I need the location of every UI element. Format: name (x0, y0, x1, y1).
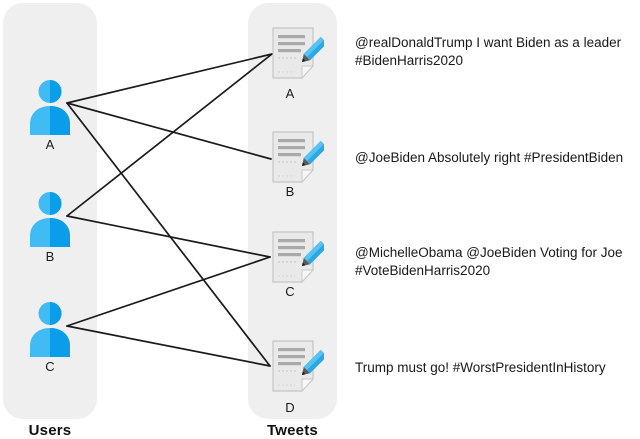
edge-userC-tweetD (66, 325, 271, 367)
tweet-text-line: #VoteBidenHarris2020 (355, 263, 491, 278)
document-pencil-icon (266, 230, 324, 288)
user-node-label: B (45, 249, 55, 264)
tweet-node-label: B (285, 184, 295, 199)
user-node-label: A (45, 137, 55, 152)
person-icon (28, 79, 72, 135)
person-icon (28, 191, 72, 247)
person-icon (28, 301, 72, 357)
tweet-text-d: Trump must go! #WorstPresidentInHistory (355, 359, 606, 377)
tweet-text-b: @JoeBiden Absolutely right #PresidentBid… (355, 149, 623, 167)
users-column-title: Users (28, 422, 72, 439)
edge-userA-tweetD (66, 102, 271, 367)
document-pencil-icon (266, 339, 324, 397)
tweets-column-title: Tweets (267, 422, 318, 439)
edge-userA-tweetA (66, 53, 273, 104)
tweet-node-label: D (285, 400, 295, 415)
tweet-text-line: @realDonaldTrump I want Biden as a leade… (355, 35, 622, 50)
tweet-text-line: @JoeBiden Absolutely right #PresidentBid… (355, 150, 624, 165)
edge-userB-tweetC (66, 215, 271, 258)
document-pencil-icon (266, 26, 324, 84)
tweet-text-c: @MichelleObama @JoeBiden Voting for Joe … (355, 244, 623, 280)
edge-userC-tweetC (66, 256, 271, 327)
document-pencil-icon (266, 130, 324, 188)
tweet-text-line: @MichelleObama @JoeBiden Voting for Joe (355, 245, 623, 260)
edge-userA-tweetB (66, 102, 272, 160)
user-node-label: C (45, 359, 55, 374)
tweet-text-a: @realDonaldTrump I want Biden as a leade… (355, 34, 621, 70)
tweet-node-label: A (285, 86, 295, 101)
tweet-node-label: C (285, 284, 295, 299)
tweet-text-line: #BidenHarris2020 (355, 53, 464, 68)
tweet-text-line: Trump must go! #WorstPresidentInHistory (355, 360, 606, 375)
edge-userB-tweetA (66, 53, 273, 217)
